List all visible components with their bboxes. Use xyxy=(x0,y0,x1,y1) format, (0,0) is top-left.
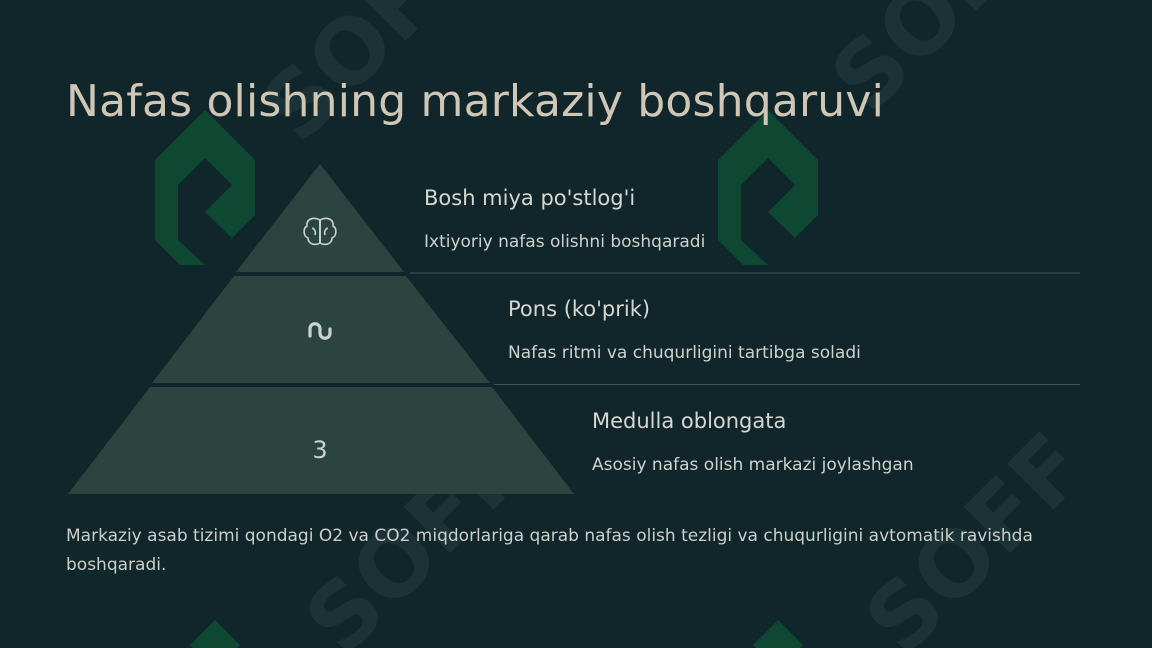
level-3-description: Asosiy nafas olish markazi joylashgan xyxy=(592,455,914,475)
level-2-heading: Pons (ko'prik) xyxy=(508,297,651,321)
level-1-description: Ixtiyoriy nafas olishni boshqaradi xyxy=(424,232,706,252)
level-3-heading: Medulla oblongata xyxy=(592,409,787,433)
pyramid-level-1 xyxy=(236,164,404,272)
stumbleupon-icon xyxy=(308,322,332,340)
level-1-heading: Bosh miya po'stlog'i xyxy=(424,186,636,210)
footer-text: Markaziy asab tizimi qondagi O2 va CO2 m… xyxy=(66,526,1033,575)
level-2-description: Nafas ritmi va chuqurligini tartibga sol… xyxy=(508,343,861,363)
pyramid-level-3 xyxy=(68,387,574,494)
brain-icon xyxy=(303,217,337,246)
page-title: Nafas olishning markaziy boshqaruvi xyxy=(66,76,885,127)
pyramid-level-number: 3 xyxy=(312,436,328,464)
